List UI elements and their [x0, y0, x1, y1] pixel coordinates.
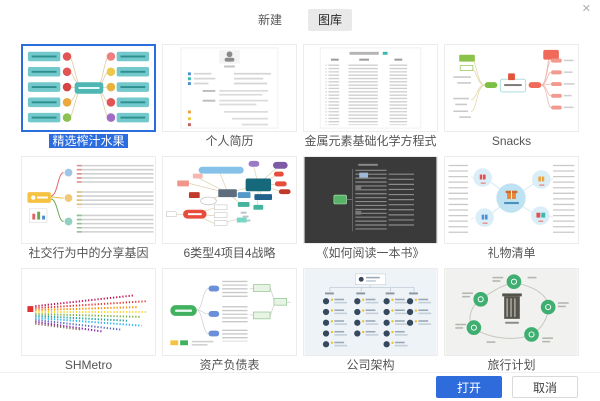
- template-thumbnail: [162, 156, 297, 244]
- template-card-how-to-read-a-book[interactable]: 《如何阅读一本书》: [303, 156, 438, 260]
- template-card-sharing-gene[interactable]: 社交行为中的分享基因: [21, 156, 156, 260]
- template-label: Snacks: [491, 134, 532, 148]
- template-thumbnail: [444, 44, 579, 132]
- template-thumbnail: [444, 268, 579, 356]
- close-icon[interactable]: ✕: [581, 3, 591, 15]
- cancel-button[interactable]: 取消: [512, 376, 578, 398]
- template-thumbnail: [21, 156, 156, 244]
- template-label: 公司架构: [346, 358, 395, 372]
- template-card-gift-list[interactable]: 礼物清单: [444, 156, 579, 260]
- template-label: SHMetro: [64, 358, 113, 372]
- template-thumbnail: [162, 268, 297, 356]
- tab-new[interactable]: 新建: [257, 13, 282, 27]
- template-label: 6类型4项目4战略: [183, 246, 276, 260]
- template-thumbnail: [303, 268, 438, 356]
- template-card-company-structure[interactable]: 公司架构: [303, 268, 438, 372]
- template-thumbnail: [303, 44, 438, 132]
- template-thumbnail: [303, 156, 438, 244]
- template-thumbnail: [444, 156, 579, 244]
- template-card-strategy[interactable]: 6类型4项目4战略: [162, 156, 297, 260]
- template-card-travel-plan[interactable]: 旅行计划: [444, 268, 579, 372]
- template-card-resume[interactable]: 个人简历: [162, 44, 297, 148]
- template-card-juice-fruits[interactable]: 精选榨汁水果: [21, 44, 156, 148]
- template-thumbnail: [162, 44, 297, 132]
- dialog-tabs: 新建 图库: [0, 9, 600, 31]
- dialog-footer: 打开 取消: [0, 372, 600, 401]
- template-card-shmetro[interactable]: SHMetro: [21, 268, 156, 372]
- template-label: 旅行计划: [487, 358, 536, 372]
- template-card-balance-sheet[interactable]: 资产负债表: [162, 268, 297, 372]
- template-label: 《如何阅读一本书》: [316, 246, 425, 260]
- template-thumbnail: [21, 44, 156, 132]
- template-label: 资产负债表: [199, 358, 260, 372]
- template-thumbnail: [21, 268, 156, 356]
- template-label: 个人简历: [205, 134, 254, 148]
- template-label: 社交行为中的分享基因: [28, 246, 149, 260]
- tab-gallery[interactable]: 图库: [308, 9, 353, 31]
- open-button[interactable]: 打开: [436, 376, 502, 398]
- template-card-chemistry-equations[interactable]: 金属元素基础化学方程式: [303, 44, 438, 148]
- template-label: 金属元素基础化学方程式: [304, 134, 437, 148]
- template-label: 精选榨汁水果: [21, 134, 156, 148]
- template-grid: 精选榨汁水果 个人简历: [21, 44, 579, 372]
- template-card-snacks[interactable]: Snacks: [444, 44, 579, 148]
- template-label: 礼物清单: [487, 246, 536, 260]
